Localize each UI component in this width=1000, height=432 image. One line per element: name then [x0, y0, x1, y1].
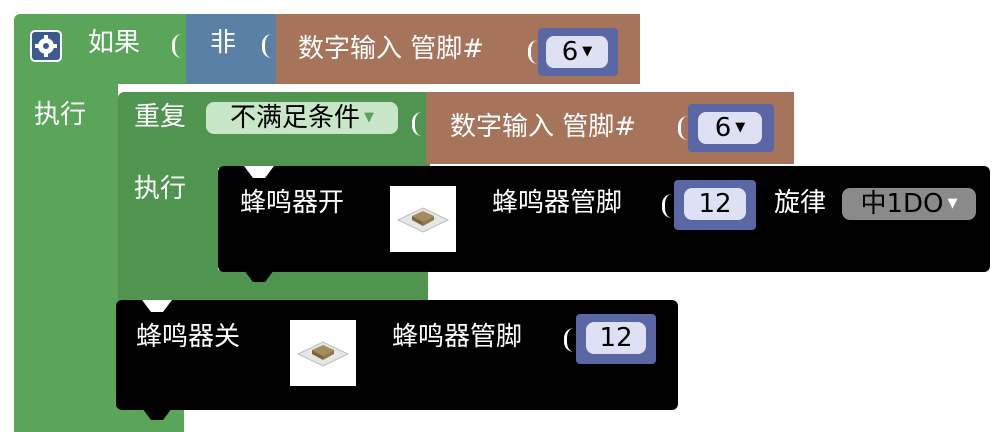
buzzer-off-bottom-tab — [142, 408, 172, 420]
not-label: 非 — [210, 28, 237, 58]
not-socket-notch — [172, 34, 182, 58]
if-label: 如果 — [88, 28, 141, 58]
repeat-input-socket-notch — [412, 112, 422, 136]
chevron-down-icon: ▼ — [364, 110, 374, 125]
buzzer-image-icon — [390, 186, 456, 252]
buzzer-on-pin-value: 12 — [698, 189, 732, 219]
repeat-pin-dropdown[interactable]: 6 ▼ — [698, 112, 762, 144]
buzzer-off-pin-value: 12 — [599, 323, 633, 353]
buzzer-off-pin-field[interactable]: 12 — [586, 322, 646, 354]
chevron-down-icon: ▼ — [947, 196, 958, 211]
buzzer-off-top-notch — [142, 300, 172, 312]
buzzer-on-pin-label: 蜂鸣器管脚 — [492, 188, 623, 218]
if-input-socket-notch — [262, 34, 272, 58]
buzzer-on-label: 蜂鸣器开 — [240, 188, 345, 218]
repeat-mode-value: 不满足条件 — [229, 103, 360, 133]
buzzer-on-bottom-tab — [244, 270, 274, 282]
if-block-spine — [14, 80, 118, 432]
buzzer-off-pin-label: 蜂鸣器管脚 — [392, 322, 523, 352]
buzzer-off-label: 蜂鸣器关 — [136, 322, 241, 352]
chevron-down-icon: ▼ — [582, 44, 593, 59]
repeat-do-label: 执行 — [134, 174, 187, 204]
if-pin-value: 6 — [561, 37, 579, 67]
if-digital-input-label: 数字输入 管脚# — [298, 34, 485, 64]
buzzer-melody-dropdown[interactable]: 中1DO ▼ — [842, 188, 976, 220]
repeat-mode-dropdown[interactable]: 不满足条件 ▼ — [206, 102, 398, 134]
buzzer-melody-value: 中1DO — [860, 189, 944, 219]
repeat-pin-socket-notch — [678, 116, 688, 140]
repeat-block-bottom-arm — [118, 270, 428, 302]
if-pin-dropdown[interactable]: 6 ▼ — [546, 36, 608, 68]
buzzer-on-pin-socket-notch — [662, 194, 672, 218]
buzzer-image-icon — [290, 320, 356, 386]
repeat-label: 重复 — [134, 102, 187, 132]
repeat-pin-value: 6 — [714, 113, 732, 143]
buzzer-off-pin-socket-notch — [564, 328, 574, 352]
buzzer-melody-label: 旋律 — [774, 188, 827, 218]
buzzer-on-pin-field[interactable]: 12 — [684, 188, 746, 220]
chevron-down-icon: ▼ — [735, 120, 746, 135]
gear-icon[interactable] — [30, 30, 62, 62]
repeat-block-spine — [118, 160, 218, 280]
buzzer-on-top-notch — [244, 166, 274, 178]
repeat-digital-input-label: 数字输入 管脚# — [450, 112, 637, 142]
if-pin-socket-notch — [528, 40, 538, 64]
if-do-label: 执行 — [34, 100, 87, 130]
